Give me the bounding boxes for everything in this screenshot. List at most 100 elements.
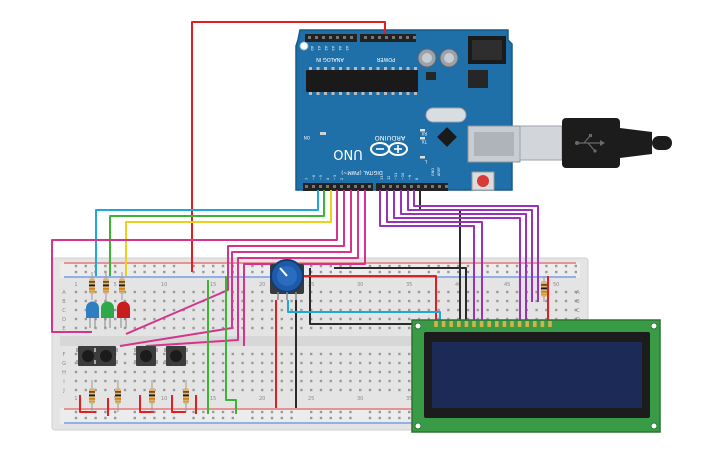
wire-cyan[interactable] <box>95 190 319 276</box>
column-label: 35 <box>406 282 412 288</box>
wire-cyan-contrast[interactable] <box>287 300 441 320</box>
wire-purple-1[interactable] <box>379 190 475 320</box>
resistor[interactable] <box>89 272 95 300</box>
push-button[interactable] <box>164 346 188 366</box>
digital-pin-label: 2 <box>340 178 344 180</box>
lcd-pin <box>548 321 552 327</box>
wire-black-rail[interactable] <box>334 267 467 320</box>
push-button[interactable] <box>94 346 118 366</box>
leds <box>86 301 130 329</box>
wire-yellow[interactable] <box>125 190 332 276</box>
row-label: A <box>576 290 580 296</box>
resistor[interactable] <box>89 380 95 412</box>
resistors <box>89 272 547 412</box>
wire-green[interactable] <box>109 190 325 276</box>
aref-label: AREF <box>437 167 441 176</box>
row-label: H <box>62 370 66 376</box>
led-red[interactable] <box>117 301 130 329</box>
row-label: J <box>62 388 64 394</box>
wire-purple-6[interactable] <box>413 190 539 302</box>
row-label: G <box>62 361 66 367</box>
row-label: I <box>63 379 64 385</box>
mounting-hole <box>299 41 309 51</box>
lcd-pin <box>510 321 514 327</box>
lcd-pin <box>487 321 491 327</box>
usb-plug <box>519 125 563 161</box>
wire-red-lcd[interactable] <box>300 275 437 320</box>
lcd-pin <box>540 321 545 327</box>
wire-purple-2[interactable] <box>386 190 483 320</box>
resistor[interactable] <box>149 380 155 412</box>
digital-pin-label: ~10 <box>401 173 405 180</box>
push-buttons <box>76 346 188 366</box>
column-label: 30 <box>357 396 363 402</box>
row-label: F <box>63 352 66 358</box>
wire-green-rail-2[interactable] <box>225 276 237 414</box>
rx-led-label: RX <box>421 131 427 136</box>
resistor[interactable] <box>183 380 189 412</box>
row-label: C <box>62 308 66 314</box>
row-label: A <box>62 290 66 296</box>
wire-purple-5[interactable] <box>407 190 533 302</box>
usb-cable-end <box>652 136 672 150</box>
digital-header-low <box>303 183 373 191</box>
voltage-regulator <box>468 70 488 88</box>
lcd-pin <box>472 321 476 327</box>
column-label: 15 <box>210 282 216 288</box>
potentiometer-knob-indicator <box>279 267 288 277</box>
digital-pin-label: 8 <box>415 178 419 180</box>
wire-magenta-2[interactable] <box>125 190 345 335</box>
lcd-16x2[interactable] <box>411 319 661 433</box>
digital-pin-label: ~11 <box>394 173 398 180</box>
digital-pin-label: 12 <box>387 176 391 180</box>
resistor[interactable] <box>119 272 125 300</box>
arduino-logo-icon <box>370 142 408 156</box>
digital-header-pins <box>305 185 448 188</box>
usb-icon <box>575 134 605 153</box>
lcd-pin <box>449 321 453 327</box>
lcd-pin <box>479 321 484 327</box>
arduino-uno-board[interactable]: ANALOG IN POWER DIGITAL (PWM~) UNO ARDUI… <box>295 29 521 191</box>
analog-pin-label: A4 <box>338 46 342 51</box>
lcd-screen <box>432 342 642 408</box>
reset-button-cap[interactable] <box>477 175 489 187</box>
wire-magenta-1[interactable] <box>51 190 338 333</box>
atmega-chip <box>306 70 418 92</box>
resistor[interactable] <box>103 272 109 300</box>
lcd-pin <box>434 321 438 327</box>
lcd-pin <box>533 321 537 327</box>
lcd-pin <box>502 321 507 327</box>
wire-purple-4[interactable] <box>400 190 527 302</box>
wire-magenta-3[interactable] <box>119 190 352 347</box>
digital-pin-label: ~9 <box>408 175 412 180</box>
analog-pin-label: A2 <box>324 46 328 51</box>
row-label: B <box>62 299 66 305</box>
analog-pin-label: A3 <box>331 46 335 51</box>
wire-red-5v[interactable] <box>191 21 386 272</box>
wire-purple-3[interactable] <box>393 190 521 302</box>
lcd-pin <box>525 321 529 327</box>
column-label: 10 <box>161 282 167 288</box>
column-label: 30 <box>357 282 363 288</box>
on-led-label: ON <box>304 135 310 140</box>
usb-cable[interactable] <box>519 118 672 168</box>
crystal <box>425 107 467 123</box>
digital-pin-label: 13 <box>380 176 384 180</box>
led-blue[interactable] <box>86 301 99 329</box>
wire-magenta-5[interactable] <box>243 190 366 346</box>
resistor[interactable] <box>541 276 547 302</box>
potentiometer[interactable] <box>270 259 304 300</box>
push-button[interactable] <box>134 346 158 366</box>
column-label: 25 <box>308 282 314 288</box>
column-label: 5 <box>114 282 117 288</box>
row-label: C <box>576 308 580 314</box>
column-label: 45 <box>504 282 510 288</box>
l-led-label: L <box>424 159 427 164</box>
led-green[interactable] <box>101 301 114 329</box>
resistor[interactable] <box>115 380 121 412</box>
on-led <box>320 132 326 135</box>
digital-pin-label: ~3 <box>333 175 337 180</box>
